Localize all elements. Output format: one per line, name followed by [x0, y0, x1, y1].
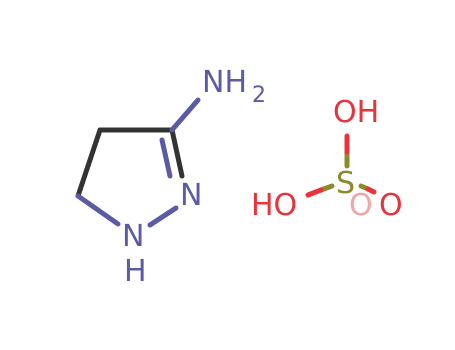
bond-c5-n1 — [75, 193, 121, 227]
bond-c3-n2-inner — [159, 137, 173, 179]
bond-s-ho-left-oxygen-half — [305, 187, 324, 198]
amine-subscript-label: 2 — [252, 83, 266, 108]
ring-n1-label: N — [122, 219, 144, 254]
bond-c4-c5 — [75, 127, 103, 199]
sulfur-label: S — [336, 166, 355, 201]
ring-n2-label: N — [180, 178, 202, 213]
bond-c3-n2-outer — [169, 127, 185, 179]
bond-n1-n2 — [147, 205, 179, 228]
oxygen-faded-label: O — [349, 188, 373, 223]
amine-nh-label: NH — [202, 65, 247, 100]
oxygen-right-label: O — [379, 188, 403, 223]
oh-top-label: OH — [333, 95, 379, 130]
ho-left-label: HO — [251, 188, 297, 223]
ring-n1-h-label: H — [124, 254, 147, 289]
bond-c3-nh2 — [169, 97, 201, 133]
bond-s-o-right-oxygen-half — [365, 186, 377, 195]
